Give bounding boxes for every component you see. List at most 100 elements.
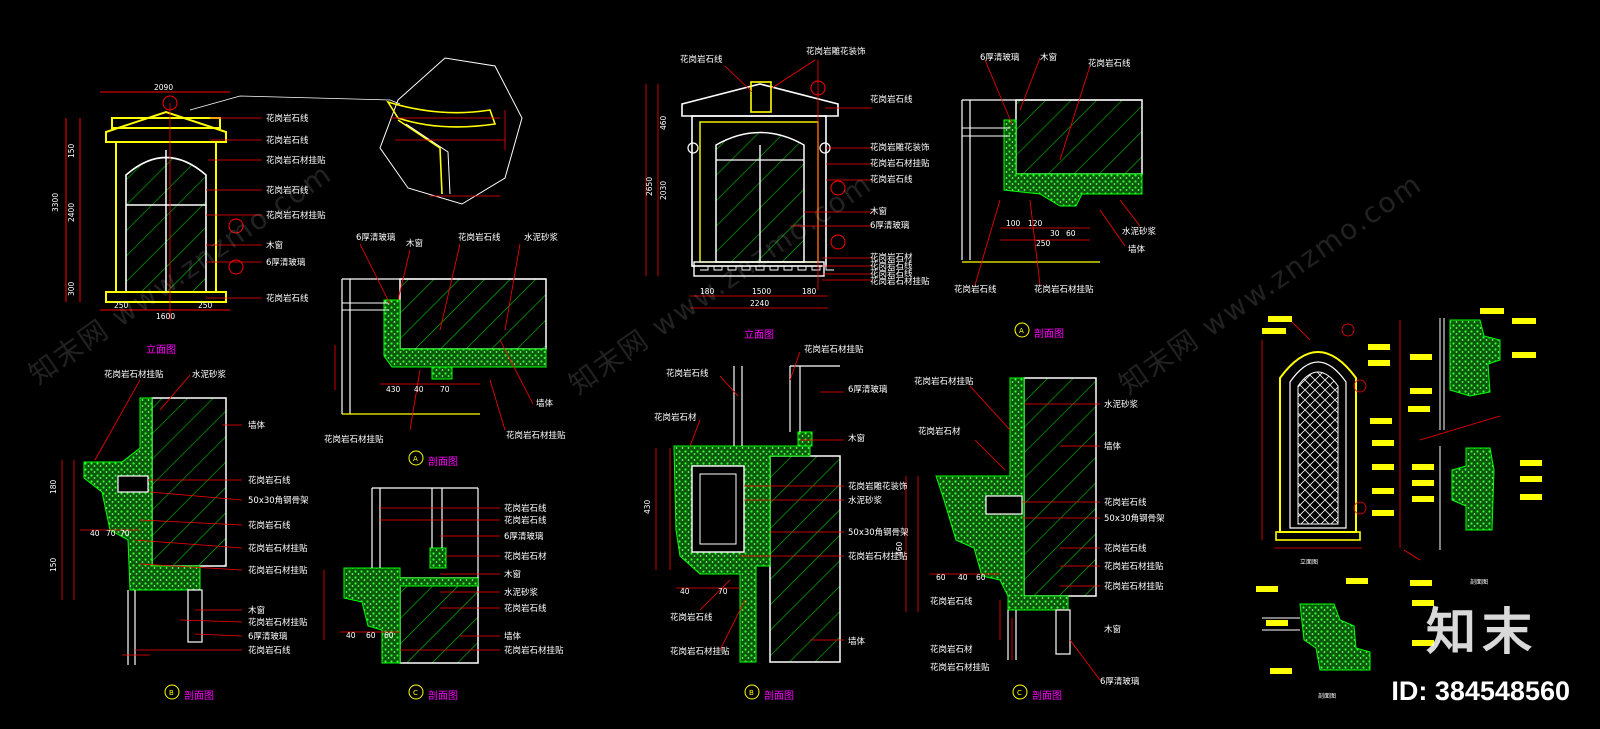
label: 木窗 [248,605,265,616]
label: 水泥砂浆 [1122,226,1157,237]
dim: 460 [895,541,904,556]
label: 水泥砂浆 [848,495,883,506]
section-marker-circle [408,450,424,466]
label: 花岗岩石材挂贴 [104,369,164,380]
watermark-logo: 知末 [1426,603,1538,661]
section-marker-circle [1014,322,1030,338]
label: 花岗岩石材挂贴 [848,551,908,562]
label: 墙体 [1104,441,1122,452]
annotation-labels: 花岗岩石线 花岗岩石线 花岗岩石材挂贴 花岗岩石线 花岗岩石材挂贴 木窗 6厚清… [104,46,1488,702]
label: 花岗岩石线 [954,284,997,295]
section-marker-letter: B [749,689,754,697]
dim: 3300 [51,193,60,212]
label: 花岗岩石材 [930,644,973,655]
label: 花岗岩石线 [248,520,291,531]
dim: 150 [49,557,58,572]
label: 花岗岩石线 [870,268,913,279]
label: 6厚清玻璃 [870,220,910,231]
dim: 430 [643,499,652,514]
dim: 100 [1006,219,1021,228]
label: 木窗 [406,238,423,249]
label: 6厚清玻璃 [248,631,288,642]
label: 花岗岩石线 [670,612,713,623]
label: 花岗岩石材挂贴 [1104,581,1164,592]
dim: 70 [120,529,130,538]
view-title: 剖面图 [1032,689,1062,702]
label: 花岗岩石线 [266,113,309,124]
label: 木窗 [1040,52,1057,63]
dim: 2650 [645,177,654,196]
dim: 70 [106,529,116,538]
view-title-small: 立面图 [1300,558,1318,566]
label: 6厚清玻璃 [356,232,396,243]
dim: 60 [366,631,376,640]
section-marker-circle [1012,684,1028,700]
dim: 60 [976,573,986,582]
label: 花岗岩石线 [680,54,723,65]
view-title: 剖面图 [1034,327,1064,340]
dim: 2240 [750,299,769,308]
elevation-window-2 [645,59,872,309]
label: 花岗岩石材 [870,252,913,263]
small-right-panel [1256,308,1542,674]
label: 花岗岩石材挂贴 [504,645,564,656]
label: 花岗岩石线 [248,645,291,656]
section-marker-circle [744,684,760,700]
label: 墙体 [1128,244,1146,255]
label: 50x30角钢骨架 [248,495,309,506]
label: 花岗岩石材挂贴 [870,276,930,287]
section-marker-letter: A [413,455,418,463]
label: 花岗岩石线 [930,596,973,607]
watermark-id: ID: 384548560 [1391,676,1570,706]
label: 木窗 [870,206,887,217]
label: 花岗岩雕花装饰 [806,46,866,57]
label: 水泥砂浆 [524,232,559,243]
label: 花岗岩石材挂贴 [1034,284,1094,295]
label: 花岗岩石材 [918,426,961,437]
dim: 70 [440,385,450,394]
dim: 1500 [752,287,771,296]
label: 花岗岩石材挂贴 [914,376,974,387]
view-title: 剖面图 [428,455,458,468]
section-c-1 [323,487,500,664]
section-a-2 [961,57,1143,286]
label: 花岗岩石线 [870,174,913,185]
view-title: 立面图 [146,343,176,356]
label: 6厚清玻璃 [980,52,1020,63]
dim: 40 [680,587,690,596]
section-c-2 [905,377,1101,681]
dim: 250 [198,301,213,310]
label: 6厚清玻璃 [266,257,306,268]
dim: 30 [1050,229,1060,238]
label: 花岗岩石线 [458,232,501,243]
dim: 1600 [156,312,175,321]
label: 花岗岩石材挂贴 [670,646,730,657]
label: 墙体 [536,398,554,409]
label: 花岗岩石材挂贴 [266,210,326,221]
label: 花岗岩石材挂贴 [506,430,566,441]
section-b-1 [61,374,243,665]
label: 花岗岩石线 [248,475,291,486]
view-title: 剖面图 [428,689,458,702]
dim: 60 [936,573,946,582]
label: 木窗 [266,240,283,251]
label: 花岗岩石材挂贴 [930,662,990,673]
dim: 2400 [67,203,76,222]
label: 花岗岩石材挂贴 [870,158,930,169]
dim: 430 [386,385,401,394]
view-title: 剖面图 [764,689,794,702]
label: 墙体 [248,420,266,431]
view-title-small: 剖面图 [1318,692,1336,700]
section-a-1 [334,243,547,431]
dim: 250 [1036,239,1051,248]
label: 花岗岩石线 [504,603,547,614]
section-marker-circle [164,684,180,700]
dim: 40 [414,385,424,394]
dim: 70 [718,587,728,596]
section-marker-letter: A [1019,327,1024,335]
label: 花岗岩石线 [870,260,913,271]
label: 花岗岩石材挂贴 [266,155,326,166]
label: 水泥砂浆 [504,587,539,598]
label: 花岗岩石线 [266,185,309,196]
section-marker-letter: B [169,689,174,697]
